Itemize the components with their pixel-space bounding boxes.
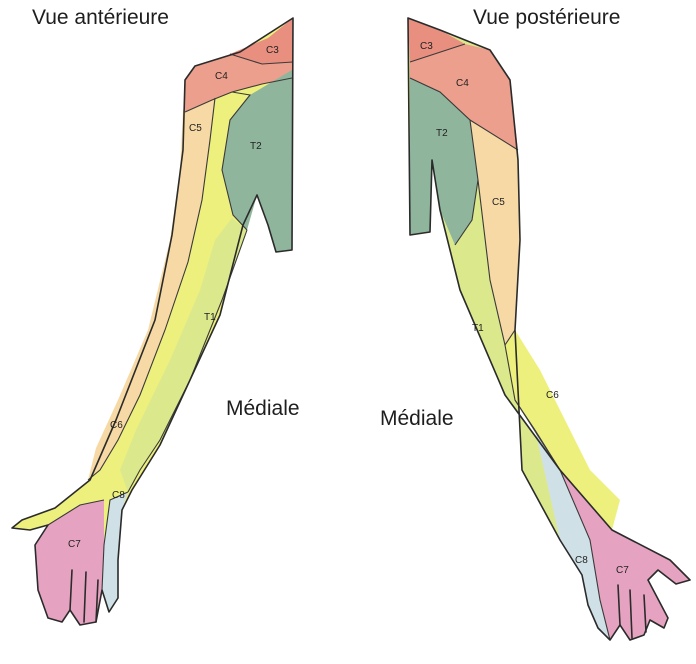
anterior-label-c5: C5: [189, 123, 202, 134]
posterior-label-c4: C4: [456, 78, 469, 89]
anterior-view-title: Vue antérieure: [32, 6, 169, 30]
anterior-label-c8: C8: [112, 490, 125, 501]
posterior-label-t1: T1: [472, 323, 484, 334]
anterior-label-t2: T2: [250, 141, 262, 152]
anterior-label-c3: C3: [266, 45, 279, 56]
posterior-medial-label: Médiale: [380, 407, 454, 431]
posterior-label-c8: C8: [575, 555, 588, 566]
anterior-label-t1: T1: [204, 312, 216, 323]
posterior-label-c7: C7: [616, 565, 629, 576]
posterior-label-c5: C5: [492, 197, 505, 208]
anterior-arm: C3 C4 C5 T2 T1 C6 C8 C7: [12, 18, 293, 625]
posterior-label-c3: C3: [420, 41, 433, 52]
posterior-label-c6: C6: [546, 390, 559, 401]
anterior-label-c6: C6: [110, 420, 123, 431]
anterior-label-c7: C7: [68, 539, 81, 550]
posterior-view-title: Vue postérieure: [473, 6, 620, 30]
posterior-arm: C3 C4 T2 C5 T1 C6 C8 C7: [408, 18, 690, 640]
anterior-label-c4: C4: [215, 71, 228, 82]
posterior-label-t2: T2: [436, 128, 448, 139]
anterior-medial-label: Médiale: [226, 397, 300, 421]
